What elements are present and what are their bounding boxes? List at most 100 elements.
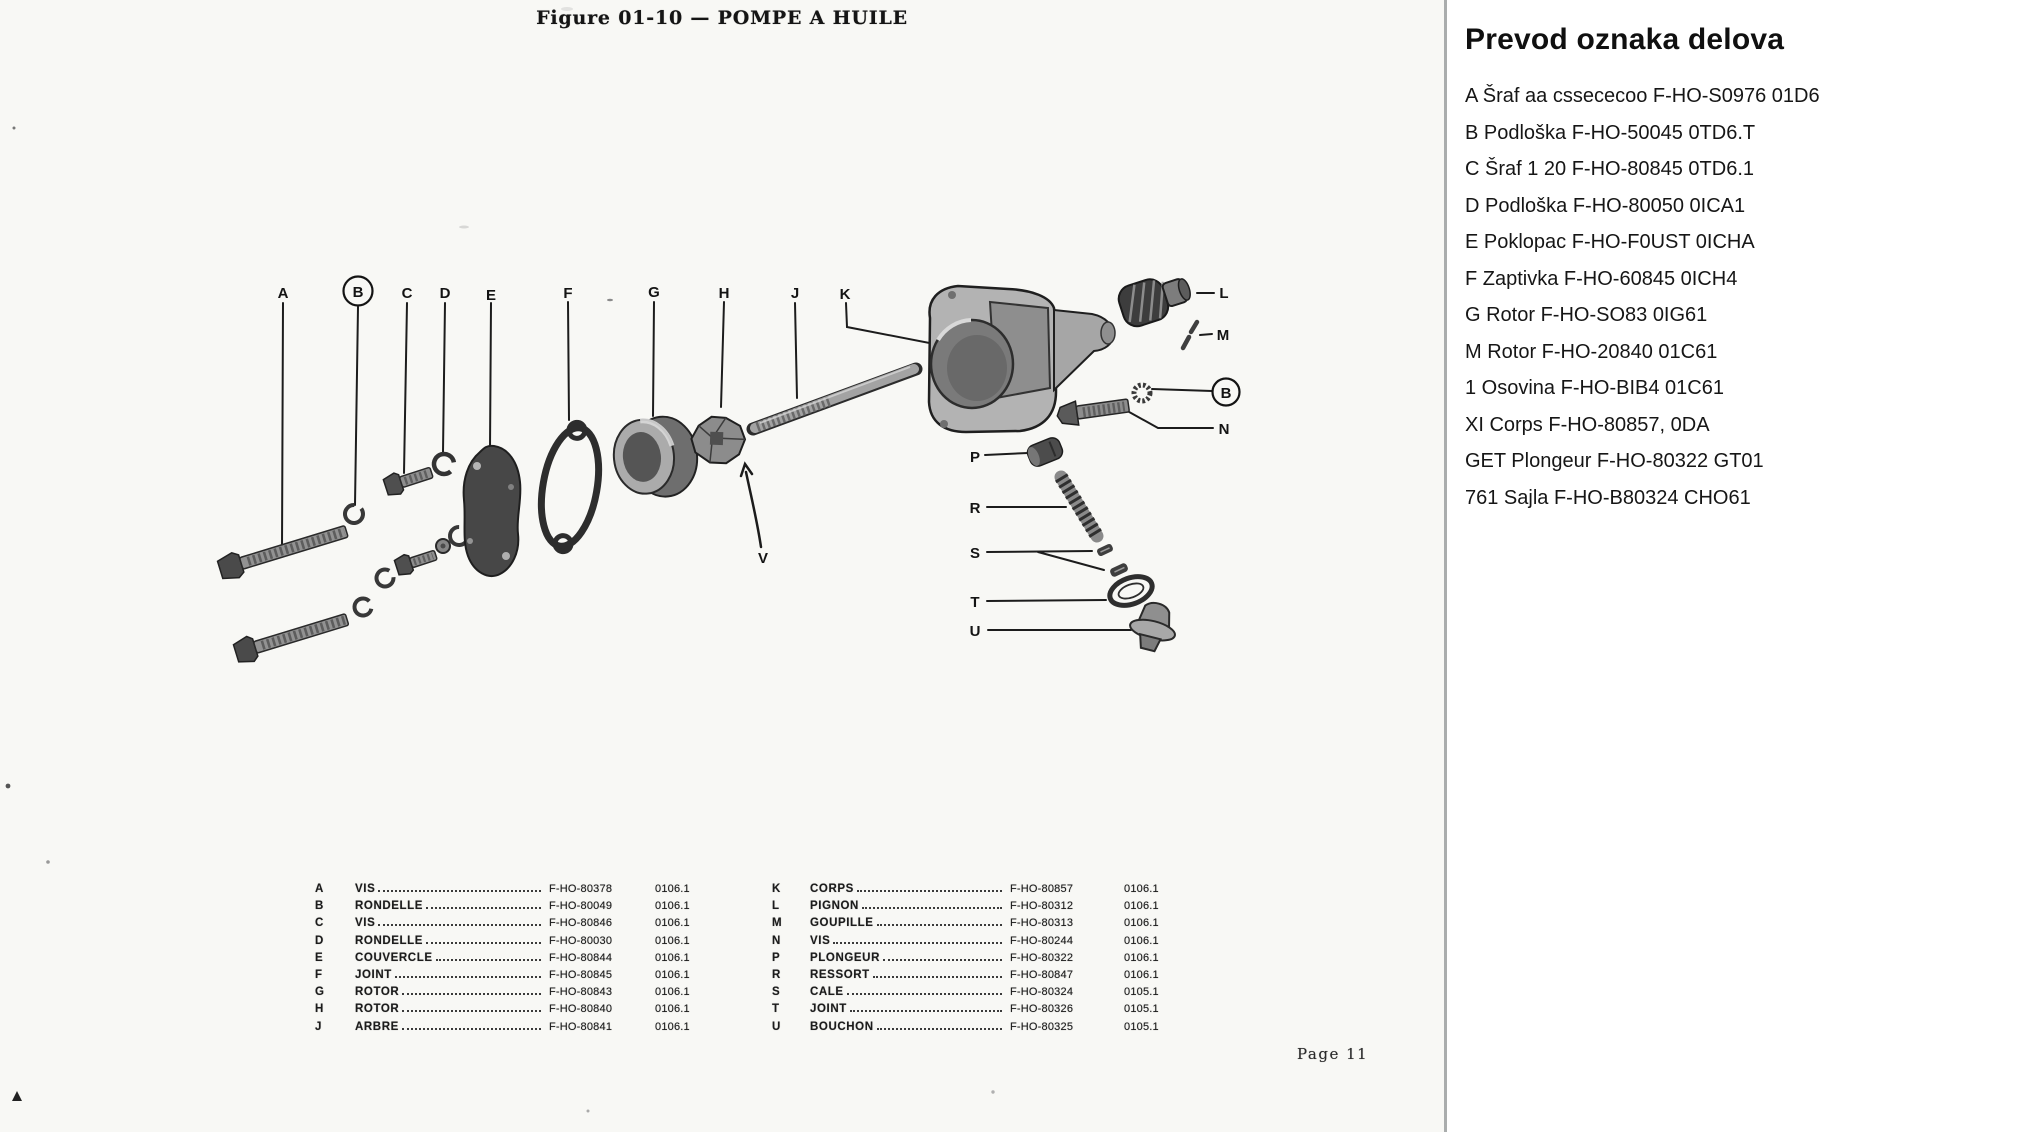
row-letter: E: [315, 951, 323, 964]
scan-specks: [5, 7, 995, 1113]
row-part-number: F-HO-80313: [1010, 917, 1074, 930]
dot-leader: [833, 941, 1002, 944]
row-code: 0106.1: [1124, 968, 1159, 981]
diagram-label-t: T: [970, 594, 979, 611]
part-spring-r: [1054, 470, 1104, 543]
diagram-label-h: H: [719, 285, 730, 302]
diagram-labels: A B C D E F G H J K L M B N P R S T U: [278, 275, 1241, 640]
diagram-label-f: F: [563, 285, 572, 302]
page-number: Page 11: [1297, 1045, 1369, 1063]
row-part-number: F-HO-80312: [1010, 900, 1074, 913]
diagram-label-r: R: [970, 500, 981, 517]
circled-b-top: [342, 275, 374, 307]
row-name: GOUPILLE: [810, 917, 874, 930]
translation-item: GET Plongeur F-HO-80322 GT01: [1465, 450, 1764, 472]
part-gear-l: [1117, 278, 1191, 328]
row-code: 0106.1: [1124, 934, 1159, 947]
translation-item: 761 Sajla F-HO-B80324 CHO61: [1465, 486, 1751, 509]
diagram-label-k: K: [840, 286, 851, 303]
diagram-label-j: J: [791, 285, 799, 302]
panel-title: Prevod oznaka delova: [1465, 23, 1785, 56]
translation-item: E Poklopac F-HO-F0UST 0ICHA: [1465, 231, 1755, 253]
row-name: COUVERCLE: [355, 951, 433, 964]
row-part-number: F-HO-80847: [1010, 968, 1074, 981]
diagram-label-l: L: [1219, 285, 1228, 302]
row-code: 0105.1: [1124, 1003, 1159, 1016]
row-letter: D: [315, 934, 324, 947]
diagram-label-m: M: [1217, 327, 1230, 344]
row-letter: A: [315, 883, 324, 895]
translation-item: A Šraf aa cssececoo F-HO-S0976 01D6: [1465, 85, 1820, 107]
part-cover-e: [462, 444, 522, 577]
table-row: A VIS F-HO-80378 0106.1: [315, 883, 707, 900]
row-code: 0106.1: [655, 951, 690, 964]
diagram-label-s: S: [970, 545, 980, 562]
row-code: 0105.1: [1124, 1020, 1159, 1033]
row-letter: S: [772, 986, 780, 999]
row-letter: L: [772, 900, 780, 913]
row-name: BOUCHON: [810, 1020, 874, 1033]
dot-leader: [401, 1027, 541, 1030]
part-bolt-n: [1056, 398, 1130, 426]
row-name: CORPS: [810, 883, 854, 895]
diagram-label-u: U: [970, 623, 981, 640]
row-name: ROTOR: [355, 1003, 400, 1016]
row-code: 0106.1: [655, 883, 690, 895]
part-washer-a2: [352, 596, 374, 618]
row-part-number: F-HO-80324: [1010, 986, 1074, 999]
row-name: RONDELLE: [355, 900, 424, 913]
part-shim-s1: [1097, 543, 1113, 557]
translation-item: M Rotor F-HO-20840 01C61: [1465, 340, 1718, 363]
part-body-k: [927, 284, 1116, 434]
row-name: VIS: [810, 934, 831, 947]
diagram-label-g: G: [648, 284, 660, 301]
row-part-number: F-HO-80841: [549, 1020, 613, 1033]
part-bolt-a1: [216, 525, 349, 580]
figure-title: Figure 01-10 — POMPE A HUILE: [536, 7, 908, 29]
diagram-label-p: P: [970, 449, 980, 466]
row-part-number: F-HO-80326: [1010, 1003, 1074, 1016]
translation-item: B Podloška F-HO-50045 0TD6.T: [1465, 121, 1756, 144]
scanned-page: Figure 01-10 — POMPE A HUILE: [5, 7, 1369, 1113]
part-cap-u: [1129, 602, 1176, 653]
row-code: 0106.1: [1124, 951, 1159, 964]
row-code: 0106.1: [1124, 883, 1159, 895]
translation-item: D Podloška F-HO-80050 0ICA1: [1465, 194, 1746, 217]
row-name: ROTOR: [355, 986, 400, 999]
row-part-number: F-HO-80030: [549, 934, 613, 947]
row-part-number: F-HO-80378: [549, 883, 613, 895]
row-part-number: F-HO-80857: [1010, 883, 1074, 895]
row-name: CALE: [810, 986, 844, 999]
part-shim-s2: [1110, 563, 1128, 577]
row-name: PIGNON: [810, 900, 859, 913]
row-letter: P: [772, 951, 780, 964]
row-letter: M: [772, 917, 782, 930]
diagram-label-b: B: [353, 284, 364, 301]
row-letter: H: [315, 1003, 324, 1016]
dot-leader: [882, 958, 1002, 961]
circled-b-right: [1211, 377, 1241, 407]
part-ring-t: [1107, 574, 1155, 608]
row-letter: C: [315, 917, 324, 930]
row-name: VIS: [355, 883, 376, 895]
row-part-number: F-HO-80844: [549, 951, 613, 964]
row-letter: J: [315, 1020, 322, 1033]
exploded-diagram: A B C D E F G H J K L M B N P R S T U: [5, 7, 1241, 1113]
row-code: 0106.1: [655, 1020, 690, 1033]
diagram-label-c: C: [402, 285, 413, 302]
dot-leader: [856, 890, 1002, 892]
row-part-number: F-HO-80846: [549, 917, 613, 930]
